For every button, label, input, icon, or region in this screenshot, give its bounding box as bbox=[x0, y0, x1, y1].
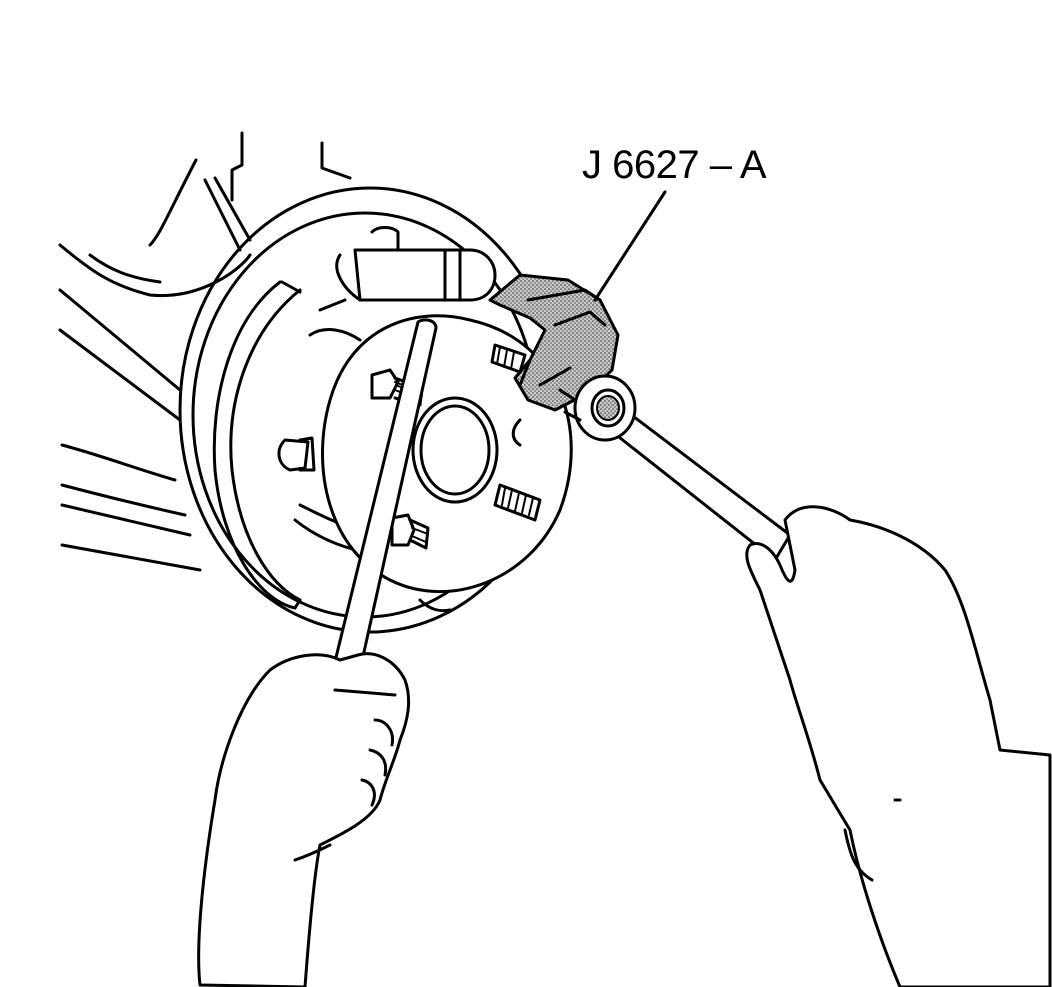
callout-label: J 6627 – A bbox=[582, 143, 767, 187]
left-hand bbox=[197, 652, 411, 987]
punch-tool bbox=[328, 318, 438, 690]
wrench bbox=[558, 374, 792, 562]
right-hand bbox=[745, 505, 1052, 987]
stud-lower-left bbox=[390, 513, 430, 550]
callout-leader bbox=[593, 190, 667, 302]
wheel-cylinder bbox=[308, 226, 497, 342]
stud-lower-right bbox=[493, 483, 542, 522]
stud-remover-tool bbox=[488, 273, 620, 412]
stud-left bbox=[277, 436, 316, 472]
callout-tool: J 6627 – A bbox=[582, 143, 767, 302]
vehicle-structure bbox=[58, 131, 352, 572]
